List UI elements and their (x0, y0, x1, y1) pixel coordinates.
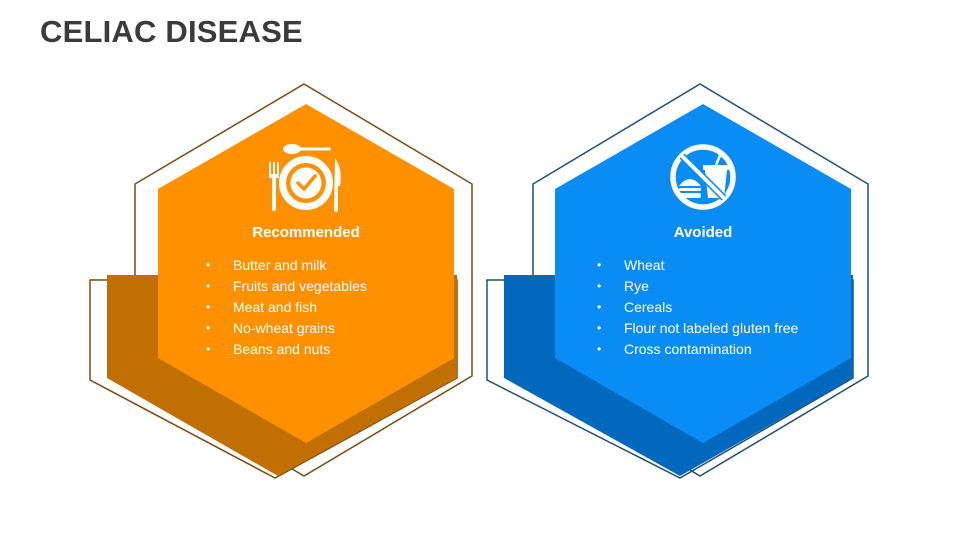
list-item: Butter and milk (206, 255, 367, 276)
list-item: Fruits and vegetables (206, 276, 367, 297)
list-item: Rye (597, 276, 798, 297)
avoided-outline-hexagon (532, 83, 869, 477)
list-item: Meat and fish (206, 297, 367, 318)
avoided-list: Wheat Rye Cereals Flour not labeled glut… (597, 255, 798, 360)
list-item: No-wheat grains (206, 318, 367, 339)
no-fast-food-icon (670, 144, 736, 210)
list-item: Wheat (597, 255, 798, 276)
list-item: Flour not labeled gluten free (597, 318, 798, 339)
list-item: Cereals (597, 297, 798, 318)
recommended-list: Butter and milk Fruits and vegetables Me… (206, 255, 367, 360)
list-item: Beans and nuts (206, 339, 367, 360)
avoided-heading: Avoided (673, 224, 733, 241)
recommended-outline-hexagon (134, 83, 473, 477)
list-item: Cross contamination (597, 339, 798, 360)
plate-with-checkmark-icon (269, 144, 341, 212)
recommended-heading: Recommended (252, 224, 360, 241)
page-title: CELIAC DISEASE (40, 14, 303, 49)
